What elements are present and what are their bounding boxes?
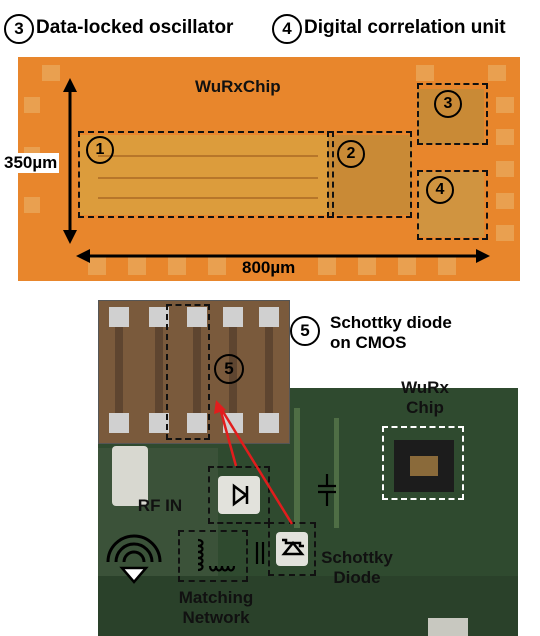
callout-5-circle: 5 (290, 316, 320, 346)
header-item3-text: Data-locked oscillator (36, 17, 234, 38)
callout-5-line1: Schottky diode (330, 313, 452, 332)
inset-selection-outline (166, 304, 210, 440)
block-3-number-circle: 3 (434, 90, 462, 118)
dimension-arrows (63, 78, 490, 263)
callout-5-number: 5 (300, 321, 310, 340)
width-dimension-label: 800µm (242, 258, 296, 277)
schottky-inset-photo (98, 300, 290, 444)
inset-callout-5-number: 5 (224, 359, 234, 378)
block-4-outline (417, 170, 488, 240)
board-capacitor-icon (318, 474, 336, 506)
height-dimension-label: 350µm (2, 153, 60, 173)
block-1-number: 1 (95, 141, 105, 158)
callout-4-circle: 4 (272, 14, 302, 44)
callout-5-line2: on CMOS (330, 333, 407, 352)
schottky-label-line1: Schottky (321, 548, 393, 567)
inset-callout-5-circle: 5 (214, 354, 244, 384)
block-4-number-circle: 4 (426, 176, 454, 204)
chip-name-label: WuRxChip (195, 77, 281, 96)
block-3-outline (417, 83, 488, 145)
rf-in-label: RF IN (137, 496, 183, 515)
callout-4-number: 4 (282, 19, 292, 38)
matching-network-outline (178, 530, 248, 582)
schottky-symbol-icon (281, 538, 305, 556)
matching-label-line1: Matching (178, 588, 254, 607)
matching-network-inductor-icon (197, 538, 236, 572)
capacitor-icon (255, 542, 265, 564)
antenna-icon (106, 534, 162, 584)
block-1-outline (78, 131, 334, 218)
diode-package-outline (208, 466, 270, 524)
wurx-chip-outline (382, 426, 464, 500)
block-2-number: 2 (346, 145, 356, 162)
block-3-number: 3 (443, 95, 453, 112)
schottky-label-line2: Diode (333, 568, 381, 587)
diode-symbol-icon (232, 483, 249, 507)
callout-3-circle: 3 (4, 14, 34, 44)
callout-3-number: 3 (14, 19, 24, 38)
block-2-outline (327, 131, 412, 218)
wurx-label-line2: Chip (406, 398, 444, 417)
header-item4-text: Digital correlation unit (304, 17, 506, 38)
wurx-label-line1: WuRx (401, 378, 449, 397)
block-1-number-circle: 1 (86, 136, 114, 164)
block-4-number: 4 (435, 181, 445, 198)
block-2-number-circle: 2 (337, 140, 365, 168)
matching-label-line2: Network (182, 608, 250, 627)
block-1-area (80, 135, 330, 215)
